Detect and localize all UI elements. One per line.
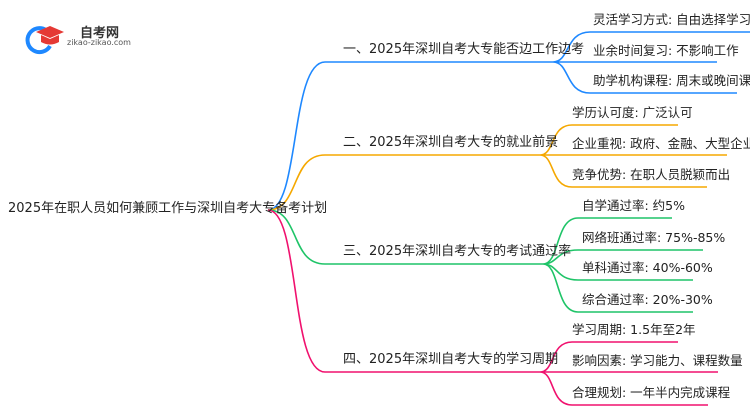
leaf: 影响因素: 学习能力、课程数量 [572,353,743,368]
leaf: 竞争优势: 在职人员脱颖而出 [572,167,731,182]
connector-4 [267,209,718,406]
leaf: 业余时间复习: 不影响工作 [593,43,739,58]
connector-1 [267,31,750,211]
leaf: 单科通过率: 40%-60% [582,260,713,275]
connector-3 [267,209,703,313]
branch-4: 四、2025年深圳自考大专的学习周期 [343,352,559,367]
leaf: 企业重视: 政府、金融、大型企业 [572,136,750,151]
logo-title: 自考网 [80,26,120,41]
leaf: 网络班通过率: 75%-85% [582,230,726,245]
leaf: 自学通过率: 约5% [582,198,686,213]
branch-2: 二、2025年深圳自考大专的就业前景 [343,135,559,150]
leaf: 合理规划: 一年半内完成课程 [572,385,731,400]
branch-3: 三、2025年深圳自考大专的考试通过率 [343,244,572,259]
leaf: 助学机构课程: 周末或晚间课程 [593,73,750,88]
leaf: 综合通过率: 20%-30% [582,292,713,307]
connector-2 [267,124,727,211]
leaf: 学习周期: 1.5年至2年 [572,322,696,337]
leaf: 灵活学习方式: 自由选择学习时间 [593,12,750,27]
branch-1: 一、2025年深圳自考大专能否边工作边考 [343,42,585,57]
root-topic: 2025年在职人员如何兼顾工作与深圳自考大专备考计划 [8,201,328,216]
leaf: 学历认可度: 广泛认可 [572,105,693,120]
logo-url: zikao-zikao.com [67,38,131,47]
graduation-cap-icon [25,26,64,55]
